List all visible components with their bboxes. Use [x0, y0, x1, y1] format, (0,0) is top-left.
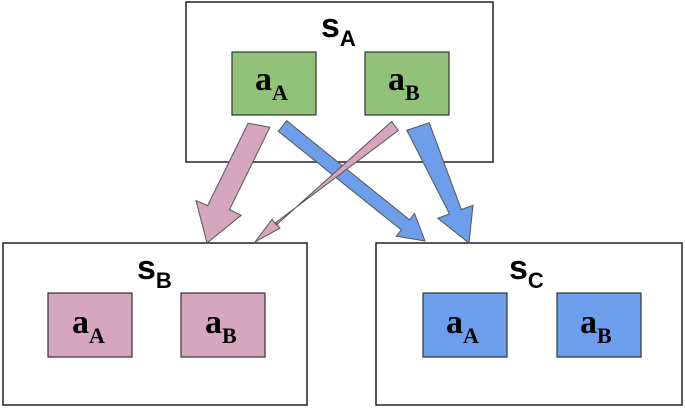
action-box-sa-ab	[364, 51, 450, 116]
action-box-sc-ab	[556, 292, 642, 358]
action-label-sc-aa-name: a	[446, 304, 463, 341]
action-label-sa-ab-sub: B	[405, 80, 420, 105]
state-label-sb-name: s	[137, 249, 156, 287]
state-label-sb-sub: B	[156, 268, 172, 293]
state-label-sa: sA	[321, 7, 356, 51]
action-label-sc-ab-sub: B	[597, 323, 612, 348]
arrow-aa-to-sc	[277, 119, 426, 242]
action-label-sa-ab-name: a	[388, 61, 405, 98]
action-label-sc-aa-sub: A	[463, 323, 479, 348]
action-box-sb-ab	[180, 292, 266, 358]
action-box-sa-aa	[231, 51, 317, 116]
state-label-sc-name: s	[509, 249, 528, 287]
action-label-sa-ab: aB	[388, 61, 420, 105]
action-label-sa-aa: aA	[255, 61, 288, 105]
action-label-sc-ab: aB	[580, 304, 612, 348]
action-box-sb-aa	[47, 292, 133, 358]
arrow-ab-to-sc	[406, 122, 474, 244]
action-label-sb-aa-sub: A	[89, 323, 105, 348]
state-label-sb: sB	[137, 249, 172, 293]
state-label-sa-sub: A	[340, 26, 356, 51]
action-label-sb-ab-name: a	[205, 304, 222, 341]
action-label-sb-ab: aB	[205, 304, 237, 348]
action-box-sc-aa	[422, 292, 508, 358]
action-label-sa-aa-sub: A	[272, 80, 288, 105]
action-label-sc-aa: aA	[446, 304, 479, 348]
state-label-sa-name: s	[321, 7, 340, 45]
arrow-ab-to-sb	[254, 120, 399, 243]
action-label-sa-aa-name: a	[255, 61, 272, 98]
arrow-aa-to-sb	[195, 122, 271, 244]
action-label-sb-ab-sub: B	[222, 323, 237, 348]
state-label-sc-sub: C	[528, 268, 544, 293]
state-label-sc: sC	[509, 249, 544, 293]
action-label-sc-ab-name: a	[580, 304, 597, 341]
action-label-sb-aa-name: a	[72, 304, 89, 341]
action-label-sb-aa: aA	[72, 304, 105, 348]
